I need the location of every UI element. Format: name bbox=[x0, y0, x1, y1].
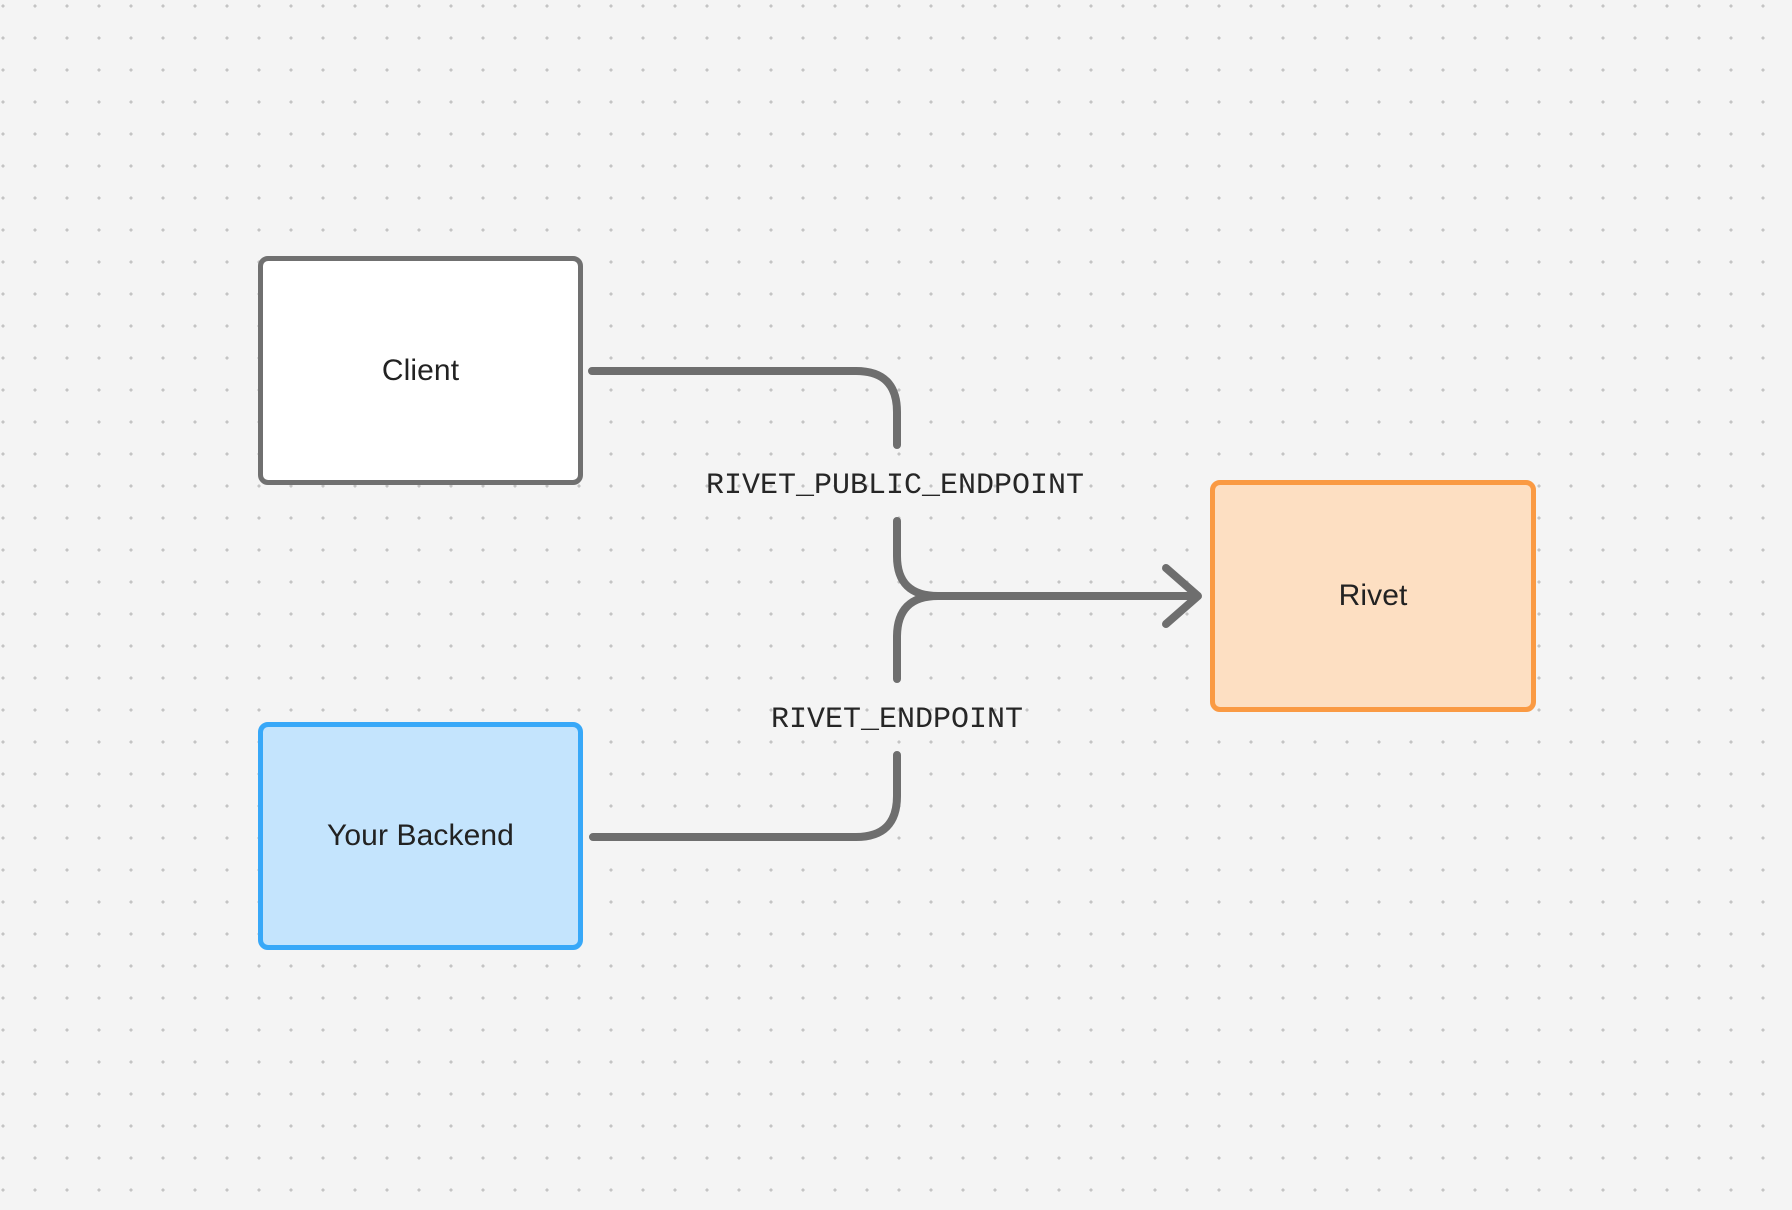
edge-client-to-junction-segment-b bbox=[893, 517, 942, 600]
arrowhead-icon bbox=[1162, 564, 1202, 628]
edge-label-rivet-public-endpoint: RIVET_PUBLIC_ENDPOINT bbox=[705, 469, 1085, 503]
edge-client-to-junction-segment-a bbox=[588, 367, 901, 449]
node-rivet[interactable]: Rivet bbox=[1210, 480, 1536, 712]
node-rivet-label: Rivet bbox=[1338, 579, 1408, 612]
node-client-label: Client bbox=[381, 353, 460, 387]
edge-backend-to-junction-segment-a bbox=[589, 751, 901, 841]
edge-label-rivet-endpoint: RIVET_ENDPOINT bbox=[770, 703, 1024, 737]
node-backend[interactable]: Your Backend bbox=[258, 722, 583, 950]
node-backend-label: Your Backend bbox=[327, 819, 514, 852]
edge-backend-to-junction-segment-b bbox=[893, 592, 942, 683]
node-client[interactable]: Client bbox=[258, 256, 583, 485]
